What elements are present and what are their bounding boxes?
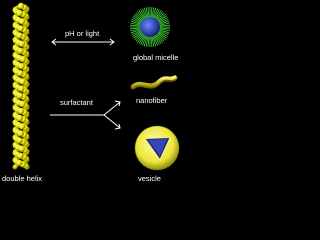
condition-top-label: pH or light <box>65 29 100 38</box>
double-helix-label: double helix <box>2 174 43 183</box>
nanofiber-icon <box>130 75 178 90</box>
diagram-graphics <box>12 2 180 171</box>
global-micelle-icon <box>130 7 170 47</box>
diagram-canvas: pH or light global micelle surfactant na… <box>0 0 186 187</box>
branch-arrow <box>50 100 121 130</box>
global-micelle-label: global micelle <box>133 53 179 62</box>
nanofiber-label: nanofiber <box>136 96 168 105</box>
condition-bottom-label: surfactant <box>60 98 93 107</box>
vesicle-icon <box>134 125 180 171</box>
vesicle-label: vesicle <box>138 174 161 183</box>
reversible-arrow <box>51 38 115 46</box>
double-helix-icon <box>12 2 30 170</box>
